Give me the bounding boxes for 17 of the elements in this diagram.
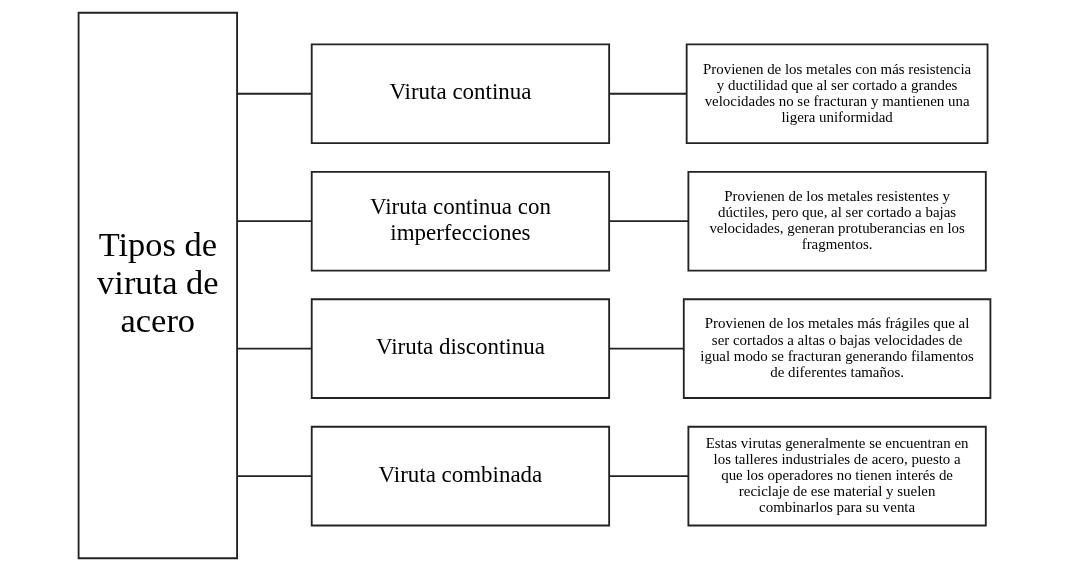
node-box: Viruta continua bbox=[310, 43, 610, 144]
node-box: Provienen de los metales con más resistencia y ductilidad que al ser cortado a grandes velocidades no se fracturan y mantienen una ligera uniformidad bbox=[685, 43, 988, 144]
connector bbox=[607, 475, 689, 478]
connector bbox=[607, 92, 687, 95]
connector bbox=[235, 92, 312, 95]
connector bbox=[235, 347, 312, 350]
connector bbox=[235, 220, 312, 223]
node-box: Viruta discontinua bbox=[310, 298, 610, 399]
node-box: Provienen de los metales más frágiles que al ser cortados a altas o bajas velocidades de igual modo se fracturan generando filamentos de diferentes tamaños. bbox=[682, 298, 991, 399]
node-box: Viruta continua con imperfecciones bbox=[310, 170, 610, 272]
node-box: Tipos de viruta de acero bbox=[77, 11, 238, 560]
connector bbox=[607, 347, 685, 350]
node-box: Estas virutas generalmente se encuentran en los talleres industriales de acero, puesto a que los operadores no tienen interés de reciclaje de ese material y suelen combinarlos para su venta bbox=[686, 425, 987, 527]
connector bbox=[235, 475, 312, 478]
node-box: Provienen de los metales resistentes y dúctiles, pero que, al ser cortado a bajas velocidades, generan protuberancias en los fragmentos. bbox=[686, 170, 987, 272]
node-box: Viruta combinada bbox=[310, 425, 610, 527]
connector bbox=[607, 220, 689, 223]
